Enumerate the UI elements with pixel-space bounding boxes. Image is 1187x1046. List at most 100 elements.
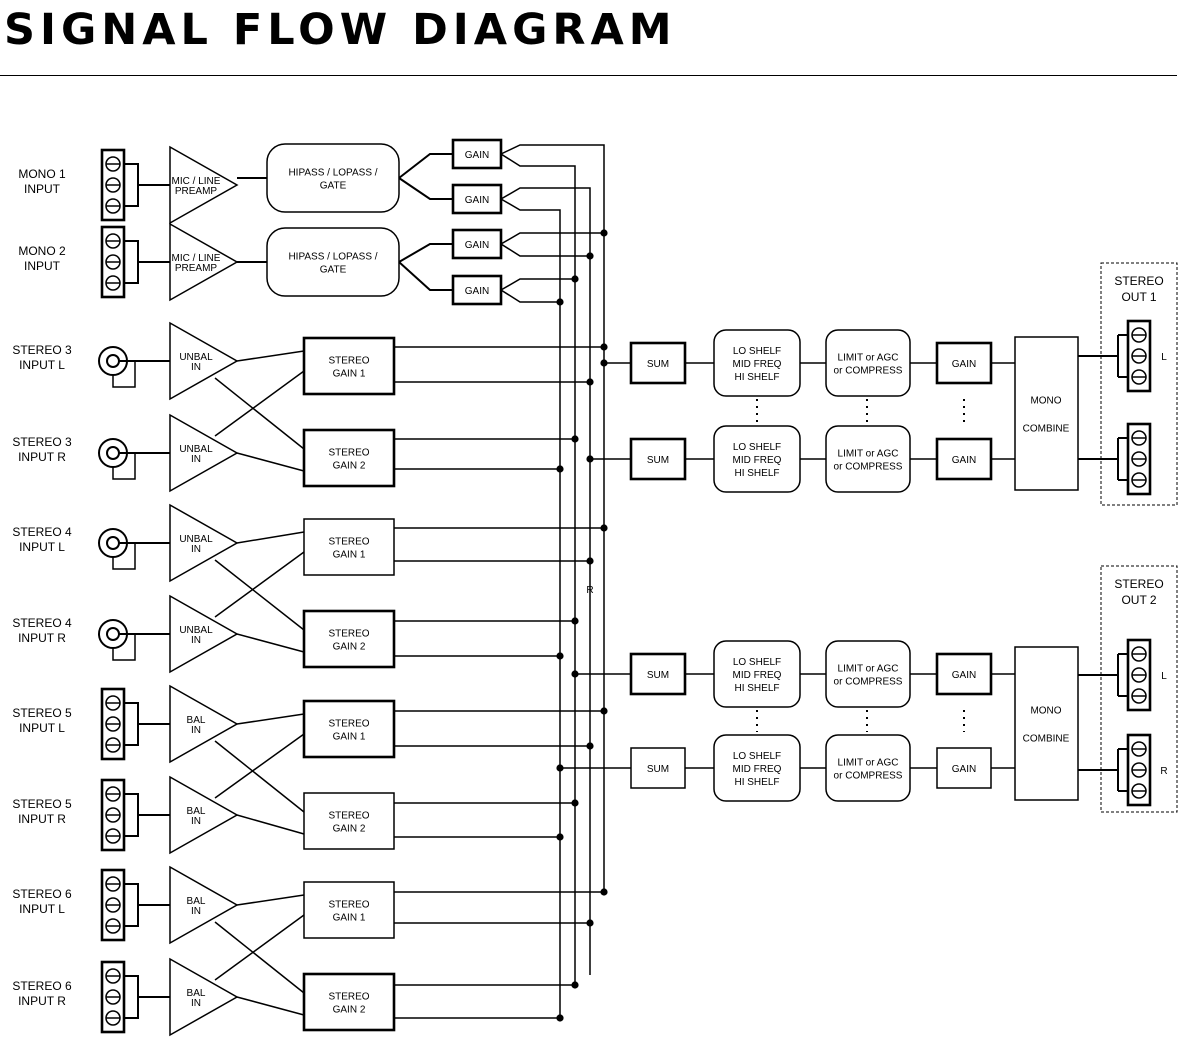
block-outline (935, 652, 993, 696)
amp-triangle (169, 413, 239, 493)
block-label: STEREO (328, 811, 369, 822)
block-outline (302, 609, 396, 669)
amp-label: IN (191, 998, 201, 1009)
amp-triangle (169, 145, 239, 225)
amp-triangle (169, 865, 239, 945)
gain-block: GAIN (451, 138, 503, 170)
block-label: STEREO (328, 629, 369, 640)
amp-triangle (169, 957, 239, 1037)
block-outline (302, 699, 396, 759)
block-label: LO SHELF (733, 346, 781, 357)
amp-label: IN (191, 362, 201, 373)
mix-bus: R (394, 144, 608, 1022)
block-label: MONO (1030, 396, 1061, 407)
block-label: STEREO (328, 356, 369, 367)
wire (236, 531, 305, 544)
filter-block: HIPASS / LOPASS /GATE (266, 143, 400, 213)
title-divider (0, 75, 1177, 76)
input-label: INPUT R (18, 450, 66, 464)
block-label: GAIN 2 (333, 824, 366, 835)
rca-connector-icon (98, 346, 136, 388)
sleeve-wire (112, 543, 136, 570)
rca-connector-icon (98, 619, 136, 661)
sleeve-wire (112, 634, 136, 661)
block-label: COMBINE (1023, 424, 1070, 435)
connector-wire (124, 975, 139, 1019)
connector-wire (124, 163, 139, 207)
block-label: GAIN 1 (333, 369, 366, 380)
block-outline (303, 792, 395, 850)
wire (214, 370, 305, 437)
input-label: STEREO 5 (12, 706, 72, 720)
wire (398, 261, 453, 291)
block-label: GAIN (952, 764, 976, 775)
wire (214, 551, 305, 618)
amp-label: BAL (187, 715, 206, 726)
sum-block: SUM (629, 341, 687, 385)
junction-dot (600, 343, 608, 351)
input-label: STEREO 5 (12, 797, 72, 811)
wire (214, 733, 305, 799)
block-label: STEREO (328, 992, 369, 1003)
block-label: STEREO (328, 719, 369, 730)
channel-label: L (1161, 352, 1167, 363)
amp-label: IN (191, 725, 201, 736)
amp-triangle (169, 503, 239, 583)
input-label: INPUT (24, 259, 61, 273)
block-label: LIMIT or AGC (838, 664, 899, 675)
block-label: COMBINE (1023, 734, 1070, 745)
wire (398, 243, 453, 263)
input-label: INPUT (24, 182, 61, 196)
junction-dot (600, 229, 608, 237)
block-outline (302, 972, 396, 1032)
stereo-gain-block: STEREO GAIN 2 (303, 792, 395, 850)
block-outline (1014, 336, 1079, 491)
block-label: SUM (647, 670, 669, 681)
junction-dot (571, 799, 579, 807)
input-label: MONO 1 (18, 167, 66, 181)
block-outline (303, 518, 395, 576)
block-label: or COMPRESS (834, 771, 903, 782)
block-label: STEREO (328, 448, 369, 459)
junction-dot (600, 707, 608, 715)
jack-inner (106, 354, 120, 368)
output-label: OUT 2 (1121, 593, 1156, 607)
block-label: GAIN 2 (333, 642, 366, 653)
gain-block: GAIN (935, 341, 993, 385)
input-label: INPUT R (18, 994, 66, 1008)
block-label: HIPASS / LOPASS / (288, 168, 377, 179)
block-label: STEREO (328, 537, 369, 548)
junction-dot (600, 359, 608, 367)
amp-triangle (169, 321, 239, 401)
sum-block: SUM (630, 747, 686, 789)
rca-connector-icon (98, 528, 136, 570)
block-label: HI SHELF (734, 468, 779, 479)
block-label: GAIN 1 (333, 913, 366, 924)
bus-wire (500, 278, 575, 291)
amp-label: IN (191, 635, 201, 646)
block-label: GATE (320, 265, 347, 276)
stereo-processing: STEREO GAIN 1 STEREO GAIN 2 STEREO GAIN 1 STER… (214, 336, 396, 1032)
gain-block: GAIN (936, 747, 992, 789)
block-outline (1014, 646, 1079, 801)
block-label: LIMIT or AGC (838, 449, 899, 460)
input-label: STEREO 4 (12, 525, 72, 539)
sleeve-wire (112, 361, 136, 388)
output-box (1100, 565, 1178, 813)
filter-block: HIPASS / LOPASS /GATE (266, 227, 400, 297)
input-label: STEREO 3 (12, 343, 72, 357)
junction-dot (586, 919, 594, 927)
gain-block: GAIN (935, 437, 993, 481)
